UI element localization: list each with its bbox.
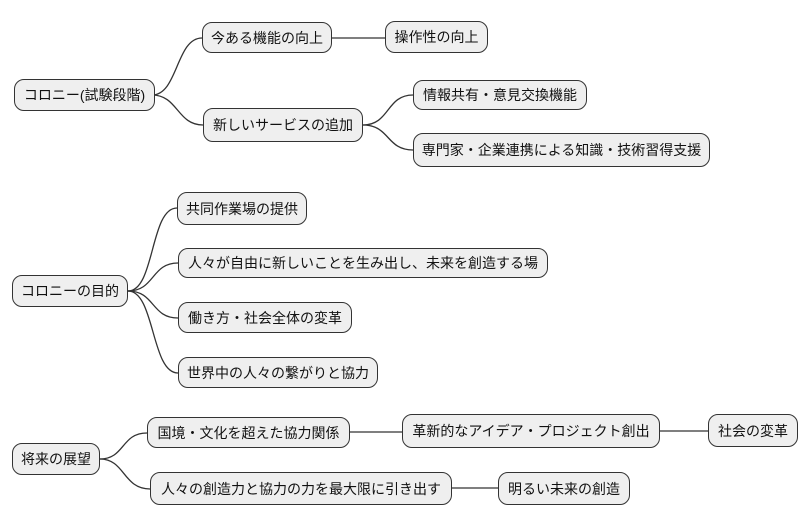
- node-new-services: 新しいサービスの追加: [203, 108, 363, 142]
- node-free-creation: 人々が自由に新しいことを生み出し、未来を創造する場: [178, 248, 548, 278]
- node-bright-future: 明るい未来の創造: [498, 472, 630, 505]
- node-future-outlook: 将来の展望: [12, 443, 100, 475]
- node-colony-purpose: コロニーの目的: [12, 275, 128, 307]
- node-innovative: 革新的なアイデア・プロジェクト創出: [402, 414, 660, 448]
- node-cross-border: 国境・文化を超えた協力関係: [147, 417, 350, 448]
- node-global-connect: 世界中の人々の繋がりと協力: [178, 357, 378, 388]
- edge-colony-purpose-free-creation: [127, 262, 179, 292]
- node-social-change: 社会の変革: [708, 414, 798, 447]
- node-max-creativity: 人々の創造力と協力の力を最大限に引き出す: [150, 472, 452, 505]
- node-feature-improve: 今ある機能の向上: [202, 22, 332, 53]
- edge-new-services-expert-support: [362, 124, 414, 151]
- edge-colony-trial-feature-improve: [151, 37, 203, 96]
- node-colony-trial: コロニー(試験段階): [14, 79, 155, 111]
- edge-colony-trial-new-services: [151, 94, 204, 126]
- edge-colony-purpose-work-reform: [127, 290, 179, 319]
- edge-new-services-info-share: [362, 94, 414, 126]
- edge-future-outlook-max-creativity: [99, 458, 151, 490]
- node-usability: 操作性の向上: [385, 21, 488, 53]
- node-expert-support: 専門家・企業連携による知識・技術習得支援: [413, 133, 710, 167]
- node-info-share: 情報共有・意見交換機能: [413, 80, 587, 110]
- node-work-reform: 働き方・社会全体の変革: [178, 302, 352, 333]
- edge-future-outlook-cross-border: [99, 432, 148, 460]
- edge-colony-purpose-global-connect: [127, 290, 179, 374]
- edge-colony-purpose-coworking: [127, 207, 178, 292]
- node-coworking: 共同作業場の提供: [177, 192, 307, 225]
